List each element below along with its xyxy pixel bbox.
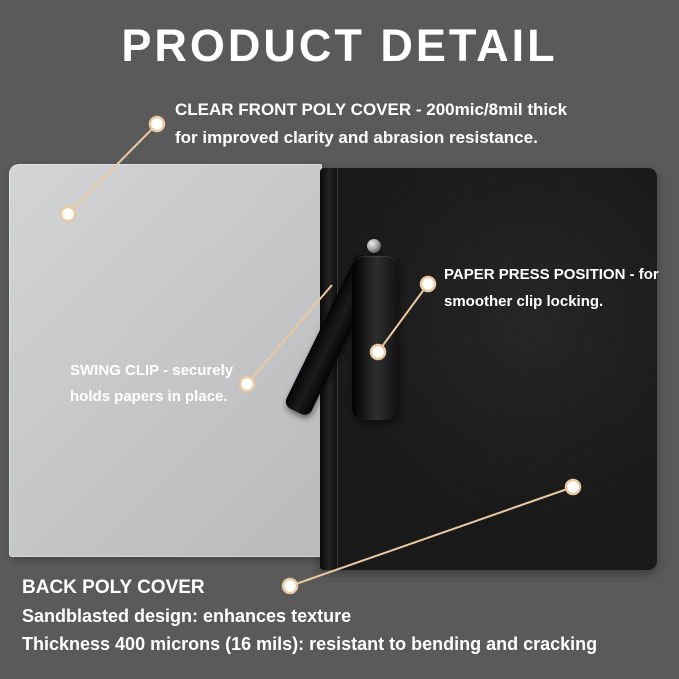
callout-swing-clip: SWING CLIP - securely holds papers in pl… — [70, 358, 233, 410]
callout-front-cover-line2: for improved clarity and abrasion resist… — [175, 128, 538, 147]
callout-back-cover: BACK POLY COVER Sandblasted design: enha… — [22, 574, 597, 658]
callout-swing-clip-line2: holds papers in place. — [70, 388, 228, 405]
callout-back-cover-line1: Sandblasted design: enhances texture — [22, 606, 352, 626]
callout-dot-front-cover-text — [148, 115, 166, 133]
callout-swing-clip-line1: SWING CLIP - securely — [70, 362, 234, 379]
callout-paper-press-line1: PAPER PRESS POSITION - for — [444, 266, 659, 283]
swing-clip-body — [352, 256, 398, 420]
callout-paper-press-line2: smoother clip locking. — [444, 293, 604, 310]
callout-back-cover-heading: BACK POLY COVER — [22, 577, 205, 598]
callout-front-cover-line1: CLEAR FRONT POLY COVER - 200mic/8mil thi… — [175, 100, 568, 119]
clip-pin-icon — [367, 239, 381, 253]
callout-back-cover-line2: Thickness 400 microns (16 mils): resista… — [22, 634, 598, 654]
callout-front-cover: CLEAR FRONT POLY COVER - 200mic/8mil thi… — [175, 96, 567, 152]
callout-paper-press: PAPER PRESS POSITION - for smoother clip… — [444, 261, 659, 315]
page-title: PRODUCT DETAIL — [121, 20, 558, 71]
